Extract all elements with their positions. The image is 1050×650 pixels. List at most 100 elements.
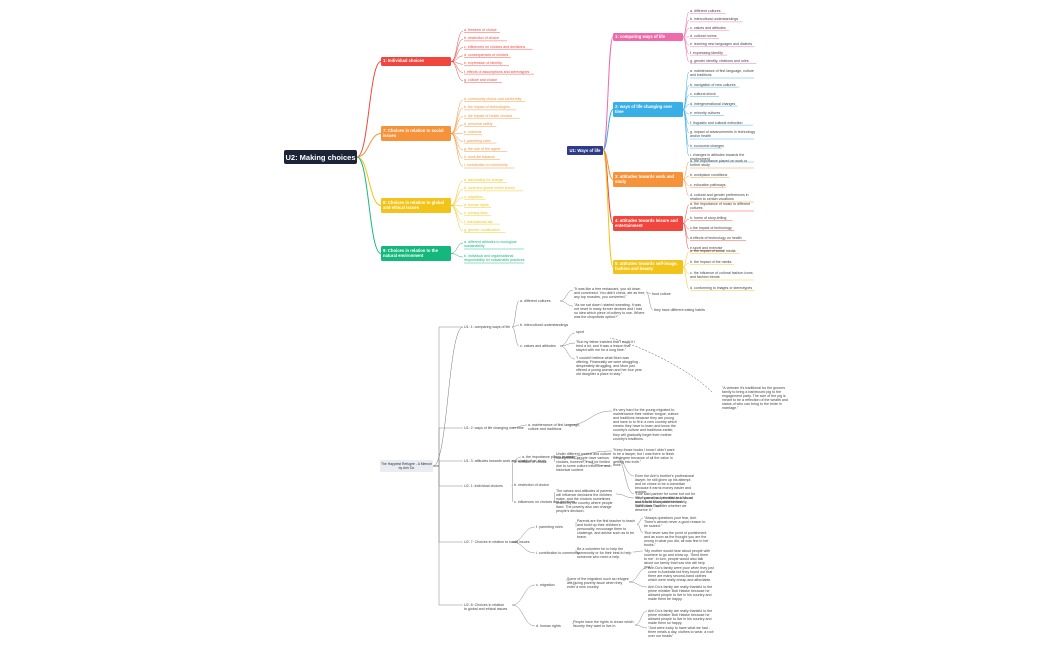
memoir-quote[interactable]: The values and attitudes of parents will… bbox=[556, 489, 613, 514]
memoir-section[interactable]: U2: 7: Choices in relation to social iss… bbox=[464, 540, 530, 544]
root-topic[interactable]: U2: Making choices bbox=[284, 150, 357, 164]
branch-u1-2-item[interactable]: b. navigation of new cultures bbox=[690, 82, 736, 87]
memoir-subtopic[interactable]: d. human rights bbox=[536, 624, 561, 628]
branch-u1-3-item[interactable]: b. workplace conditions bbox=[690, 173, 728, 177]
memoir-quote[interactable]: work bbox=[613, 463, 621, 467]
branch-u2-2-item[interactable]: g. the role of the agent bbox=[464, 146, 500, 151]
branch-u1-4-item[interactable]: e.sport and exercise bbox=[690, 246, 723, 250]
branch-u2-4[interactable]: 9: Choices in relation to the natural en… bbox=[381, 246, 451, 261]
branch-u2-2-item[interactable]: i. contribution to community bbox=[464, 163, 508, 168]
memoir-subtopic[interactable]: b. intercultural understandings bbox=[520, 323, 569, 327]
branch-u2-2-item[interactable]: c. the impact of health choices bbox=[464, 113, 513, 118]
branch-u1-1-item[interactable]: g. gender identity, relations and roles bbox=[690, 58, 749, 63]
memoir-note[interactable]: Anh Do's family were poor when they just… bbox=[648, 566, 714, 583]
branch-u2-1-item[interactable]: d. consequences of choices bbox=[464, 52, 509, 57]
memoir-section[interactable]: U1: 3: attitudes towards work and study bbox=[464, 459, 527, 463]
memoir-note[interactable]: "Just were lucky to have what we had - t… bbox=[648, 626, 714, 639]
branch-u1-4-item[interactable]: a. the importance of music to different … bbox=[690, 202, 751, 211]
branch-u1-5-item[interactable]: a. the impact of social media bbox=[690, 249, 736, 253]
memoir-quote[interactable]: "I couldn't believe what Mum was offerin… bbox=[576, 356, 642, 377]
memoir-quote[interactable]: sport bbox=[576, 330, 584, 334]
branch-u1-3-item[interactable]: c. education pathways bbox=[690, 183, 726, 187]
branch-u1-4-item[interactable]: b. forms of story-telling bbox=[690, 216, 727, 220]
memoir-note[interactable]: "Like said partner for some but not for … bbox=[635, 492, 696, 509]
memoir-section[interactable]: U1: 2: ways of life changing over time bbox=[464, 426, 524, 430]
memoir-subtopic[interactable]: c. influences on choices and decisions bbox=[514, 500, 576, 504]
memoir-quote[interactable]: People have the rights to chose which co… bbox=[573, 620, 634, 629]
memoir-subtopic[interactable]: f. parenting roles bbox=[536, 525, 563, 529]
memoir-subtopic[interactable]: i. contribution to community bbox=[536, 551, 580, 555]
branch-u2-2-item[interactable]: h. work life balance bbox=[464, 155, 495, 160]
memoir-note[interactable]: "She's an ultra-optimistic and has so mu… bbox=[635, 496, 693, 513]
branch-u2-1-item[interactable]: f. effects of assumptions and stereotype… bbox=[464, 69, 530, 74]
branch-u2-4-item[interactable]: b. individual and organisational respons… bbox=[464, 254, 525, 263]
memoir-subtopic[interactable]: a. the importance places in work or furt… bbox=[522, 455, 574, 464]
memoir-quote[interactable]: Parents are the first teacher to teach a… bbox=[577, 519, 636, 540]
memoir-quote[interactable]: "But my father insisted that I could if … bbox=[576, 340, 636, 353]
branch-u2-2-item[interactable]: b. the impact of technologies bbox=[464, 105, 510, 110]
branch-u2-1-item[interactable]: e. expression of identity bbox=[464, 61, 502, 66]
branch-u2-2-item[interactable]: e. customs bbox=[464, 130, 482, 135]
branch-u1-3-item[interactable]: a. the importance placed on work or furt… bbox=[690, 159, 748, 168]
branch-u1-2-item[interactable]: d. intergenerational changes bbox=[690, 101, 736, 106]
branch-u2-3-item[interactable]: c. migration bbox=[464, 194, 483, 199]
branch-u2-1-item[interactable]: g. culture and choice bbox=[464, 77, 498, 82]
branch-u1-1[interactable]: 1: comparing ways of life bbox=[613, 33, 683, 41]
branch-u1-1-item[interactable]: b. intercultural understandings bbox=[690, 17, 739, 22]
branch-u2-3-item[interactable]: a. advocating for change bbox=[464, 178, 504, 182]
branch-u1-5-item[interactable]: c. the influence of cultural fashion ico… bbox=[690, 271, 753, 280]
branch-u1-5[interactable]: 5: attitudes towards self-image, fashion… bbox=[613, 260, 683, 274]
branch-u1-5-item[interactable]: b. the impact of the media bbox=[690, 260, 732, 264]
ways-of-life-topic[interactable]: U1: Ways of life bbox=[567, 146, 603, 155]
branch-u1-2[interactable]: 2: ways of life changing over time bbox=[613, 102, 683, 117]
branch-u1-2-item[interactable]: c. cultural shock bbox=[690, 92, 716, 96]
branch-u2-3-item[interactable]: f. international aid bbox=[464, 219, 493, 224]
memoir-subtopic[interactable]: c. migration bbox=[536, 583, 555, 587]
memoir-section[interactable]: U2: 1: individual choices bbox=[464, 484, 503, 488]
memoir-section[interactable]: U2: 8: Choices in relation to global and… bbox=[464, 603, 508, 612]
branch-u1-2-item[interactable]: e. minority cultures bbox=[690, 111, 721, 115]
memoir-subtopic[interactable]: a. different cultures bbox=[520, 299, 551, 303]
memoir-quote[interactable]: "Keep those books I know I didn't want t… bbox=[613, 448, 675, 465]
branch-u2-1-item[interactable]: b. restriction of choice bbox=[464, 36, 499, 41]
memoir-quote[interactable]: "It was like a free restaurant, you sit … bbox=[574, 287, 646, 300]
memoir-note[interactable]: Even the Anh's brother's professional la… bbox=[635, 474, 695, 495]
memoir-subtopic[interactable]: b. restriction of choice bbox=[514, 483, 549, 487]
memoir-note[interactable]: Anh Do's family are really thankful to t… bbox=[648, 609, 713, 626]
branch-u2-4-item[interactable]: a. different attitudes to ecological sus… bbox=[464, 240, 517, 249]
branch-u2-2[interactable]: 7: Choices in relation to social issues bbox=[381, 126, 451, 141]
branch-u2-3-item[interactable]: d. human rights bbox=[464, 202, 489, 207]
branch-u1-4-item[interactable]: d.effects of technology on health bbox=[690, 236, 742, 240]
memoir-quote[interactable]: It's very hard for the young migrated to… bbox=[613, 408, 679, 441]
branch-u1-1-item[interactable]: f. expressing identity bbox=[690, 50, 723, 55]
branch-u1-1-item[interactable]: c. values and attitudes bbox=[690, 25, 726, 30]
memoir-quote[interactable]: Some of the migration such as refugee ar… bbox=[567, 577, 629, 590]
branch-u2-2-item[interactable]: f. parenting roles bbox=[464, 138, 491, 143]
branch-u1-3-item[interactable]: d. cultural and gender preferences in re… bbox=[690, 193, 749, 202]
branch-u1-1-item[interactable]: e. learning new languages and dialects bbox=[690, 42, 753, 47]
branch-u2-3-item[interactable]: b. local and global health issues bbox=[464, 186, 515, 191]
branch-u1-2-item[interactable]: i. changes in attitudes towards the envi… bbox=[690, 153, 745, 162]
branch-u2-2-item[interactable]: d. personal safety bbox=[464, 121, 493, 126]
branch-u1-1-item[interactable]: a. different cultures bbox=[690, 9, 721, 13]
memoir-quote[interactable]: "As we sat down I started sweating. It w… bbox=[574, 303, 645, 320]
branch-u1-2-item[interactable]: f. linguistic and cultural extinction bbox=[690, 120, 743, 125]
branch-u1-5-item[interactable]: d. conforming to images or stereotypes bbox=[690, 286, 753, 290]
branch-u2-3[interactable]: 8: Choices in relation to global and eth… bbox=[381, 198, 451, 213]
branch-u1-4[interactable]: 4: attitudes towards leisure and enterta… bbox=[613, 216, 683, 231]
memoir-subtopic[interactable]: a. maintenance of first language, cultur… bbox=[528, 423, 581, 432]
memoir-subtopic[interactable]: a. freedom of choice bbox=[514, 460, 547, 464]
memoir-note[interactable]: "But never saw the point of punishment a… bbox=[644, 531, 709, 548]
branch-u2-2-item[interactable]: a. community choice and conformity bbox=[464, 97, 522, 101]
branch-u1-2-item[interactable]: a. maintenance of first language, cultur… bbox=[690, 69, 754, 78]
memoir-note[interactable]: "Always questions your fear, Anh. There'… bbox=[644, 516, 706, 529]
memoir-note[interactable]: "My mother would hear about people with … bbox=[644, 549, 711, 570]
branch-u1-1-item[interactable]: d. cultural norms bbox=[690, 33, 717, 38]
memoir-callout[interactable]: "A vietnam it's traditional for the groo… bbox=[722, 386, 788, 411]
branch-u2-1-item[interactable]: c. influences on choices and decisions bbox=[464, 44, 526, 49]
memoir-note[interactable]: food culture bbox=[652, 292, 671, 296]
memoir-quote[interactable]: Under different context and culture back… bbox=[556, 452, 612, 473]
branch-u2-3-item[interactable]: e. privacy laws bbox=[464, 211, 488, 216]
memoir-section[interactable]: U1: 1: comparing ways of life bbox=[464, 325, 511, 329]
